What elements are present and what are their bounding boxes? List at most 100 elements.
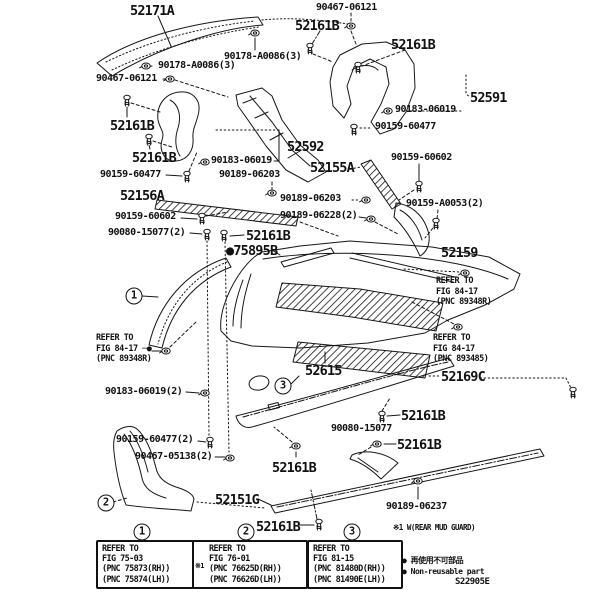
refer-box-line: FIG 81-15	[313, 554, 354, 565]
mud-guard-bracket-left	[157, 91, 200, 162]
mud-flap	[113, 426, 195, 512]
part-number-label: 52155A	[310, 160, 355, 176]
bolt-icon	[350, 123, 358, 136]
clip-icon	[198, 389, 210, 397]
part-number-label: 52161B	[110, 118, 155, 134]
part-number-label: ●75895B	[226, 243, 278, 259]
legend-line: ● 再使用不可部品	[402, 556, 464, 565]
part-number-label: 52591	[470, 90, 507, 106]
callout-circle-2: 2	[237, 523, 255, 541]
bracket-52592	[235, 87, 327, 183]
refer-box-line: REFER TO	[102, 544, 139, 554]
bolt-icon	[123, 94, 131, 107]
bolt-icon	[315, 518, 323, 531]
clip-icon	[359, 196, 371, 204]
part-number-label: 52615	[305, 363, 342, 379]
part-number-label: 52161B	[397, 437, 442, 453]
clip-icon	[370, 440, 382, 448]
refer-box-line: FIG 76-01	[209, 554, 250, 565]
part-number-label: 90159-A0053(2)	[406, 198, 484, 209]
refer-box-line: REFER TO	[209, 544, 246, 554]
callout-circle-2: 2	[97, 494, 115, 512]
part-number-label: 90080-15077(2)	[108, 227, 186, 238]
corner-piece-lower-right	[349, 451, 399, 480]
refer-box-note: ※1	[195, 562, 204, 570]
part-number-label: 90159-60477(2)	[116, 434, 194, 445]
part-number-label: 90189-06203	[219, 169, 280, 180]
part-number-label: 90467-05138(2)	[135, 451, 213, 462]
bolt-icon	[220, 229, 228, 242]
bolt-icon	[569, 386, 577, 399]
part-number-label: 52161B	[132, 150, 177, 166]
part-number-label: 52151G	[215, 492, 260, 508]
part-number-label: 90183-06019	[211, 155, 272, 166]
part-number-label: 52161B	[246, 228, 291, 244]
bolt-icon	[306, 42, 314, 55]
legend-line: ● Non-reusable part	[402, 567, 485, 576]
part-number-label: 90189-06237	[386, 501, 447, 512]
part-number-label: 52161B	[401, 408, 446, 424]
part-number-label: 90159-60477	[375, 121, 436, 132]
bolt-icon	[378, 410, 386, 423]
refer-box-line: (PNC 75873(RH))	[102, 564, 170, 575]
refer-box-line: (PNC 81480D(RH))	[313, 564, 386, 575]
part-number-label: 90467-06121	[96, 73, 157, 84]
part-number-label: 90183-06019(2)	[105, 386, 183, 397]
drawing-code: S22905E	[455, 577, 490, 587]
refer-note-line: (PNC 89348R)	[436, 297, 492, 307]
part-number-label: 90178-A0086(3)	[224, 51, 302, 62]
clip-icon	[344, 22, 356, 30]
part-number-label: 90189-06203	[280, 193, 341, 204]
bolt-icon	[145, 133, 153, 146]
refer-note-line: (PNC 89348R)	[96, 354, 152, 364]
refer-box-line: (PNC 75874(LH))	[102, 574, 170, 585]
refer-note-line: FIG 84-17	[433, 343, 475, 354]
part-number-label: 52592	[287, 139, 324, 155]
lower-retainer-52151G	[270, 448, 545, 514]
wheel-arch-moulding	[148, 257, 232, 349]
part-number-label: 52161B	[272, 460, 317, 476]
refer-box-line: REFER TO	[313, 544, 350, 554]
part-number-label: 90467-06121	[316, 2, 377, 13]
callout-circle-1: 1	[133, 523, 151, 541]
refer-note-line: REFER TO	[96, 333, 133, 343]
clip-icon	[364, 215, 376, 223]
moulding-strip-75895B	[280, 247, 456, 283]
mud-guard-right	[329, 41, 416, 135]
refer-note-line: FIG 84-17	[436, 286, 478, 297]
refer-box-line: (PNC 81490E(LH))	[313, 574, 386, 585]
clip-icon	[381, 107, 393, 115]
part-number-label: 90159-60477	[100, 169, 161, 180]
callout-circle-3: 3	[343, 523, 361, 541]
part-number-label: 52169C	[441, 369, 486, 385]
part-number-label: 90080-15077	[331, 423, 392, 434]
part-number-label: 52161B	[256, 519, 301, 535]
part-number-label: 90159-60602	[115, 211, 176, 222]
callout-circle-1: 1	[125, 287, 143, 305]
bolt-icon	[432, 217, 440, 230]
bolt-icon	[206, 436, 214, 449]
clip-icon	[139, 62, 151, 70]
retainer-52156A	[154, 199, 339, 237]
part-number-label: 52159	[441, 245, 478, 261]
clip-icon	[248, 29, 260, 37]
part-number-label: 52156A	[120, 188, 165, 204]
part-number-label: 90189-06228(2)	[280, 210, 358, 221]
refer-box-line: (PNC 76626D(LH))	[209, 574, 282, 585]
clip-icon	[223, 454, 235, 462]
clip-icon	[289, 442, 301, 450]
refer-note-line: REFER TO	[433, 333, 470, 343]
part-number-label: 52161B	[295, 18, 340, 34]
energy-absorber-52615	[292, 341, 431, 379]
callout-circle-3: 3	[274, 377, 292, 395]
refer-note-line: (PNC 893485)	[433, 354, 489, 364]
refer-box-line: (PNC 76625D(RH))	[209, 564, 282, 575]
